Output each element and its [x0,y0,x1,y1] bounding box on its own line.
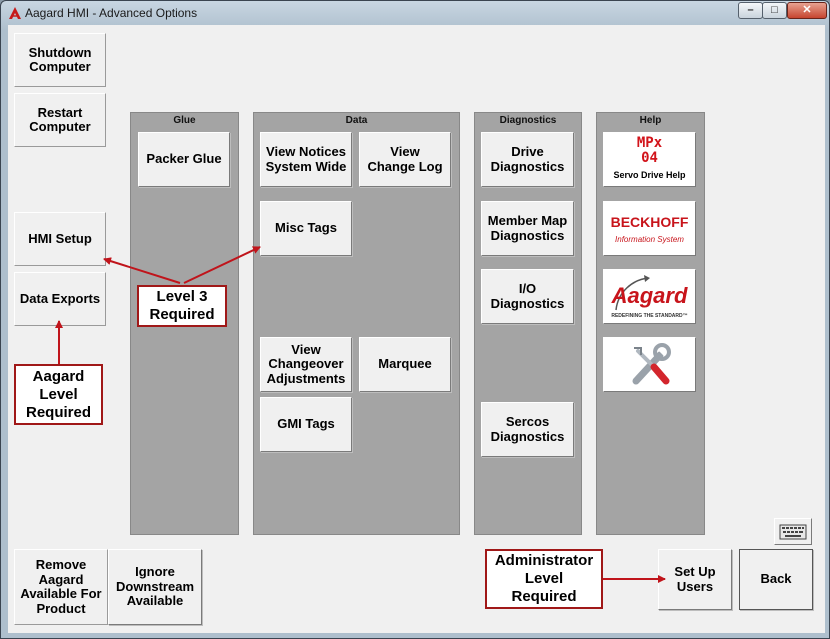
shutdown-computer-button[interactable]: Shutdown Computer [14,33,106,87]
close-button[interactable]: ✕ [787,2,827,19]
aagard-app-icon [9,7,21,19]
aagard-level-required-callout: Aagard Level Required [14,364,103,425]
keyboard-button[interactable] [774,518,812,545]
aagard-logo-swoosh-icon [615,275,650,311]
drive-diagnostics-button[interactable]: Drive Diagnostics [481,132,574,187]
information-system-caption: Information System [615,235,684,244]
administrator-level-required-callout: Administrator Level Required [485,549,603,609]
client-area: Shutdown Computer Restart Computer HMI S… [8,25,825,633]
maximize-button[interactable]: □ [762,2,787,19]
packer-glue-button[interactable]: Packer Glue [138,132,230,187]
tools-icon [632,343,671,385]
mpx04-logo: MPx04 [636,135,663,166]
marquee-button[interactable]: Marquee [359,337,451,392]
tools-button[interactable] [603,337,696,392]
restart-computer-button[interactable]: Restart Computer [14,93,106,147]
title-bar[interactable]: Aagard HMI - Advanced Options – □ ✕ [1,1,829,25]
servo-drive-help-button[interactable]: MPx04 Servo Drive Help [603,132,696,187]
beckhoff-information-system-button[interactable]: BECKHOFF Information System [603,201,696,256]
data-panel-title: Data [345,115,368,126]
aagard-brand: Aagard [611,283,688,308]
help-panel-title: Help [639,115,662,126]
window-title: Aagard HMI - Advanced Options [25,6,198,20]
diagnostics-panel-title: Diagnostics [499,115,557,126]
sercos-diagnostics-button[interactable]: Sercos Diagnostics [481,402,574,457]
view-change-log-button[interactable]: View Change Log [359,132,451,187]
ignore-downstream-available-button[interactable]: Ignore Downstream Available [108,549,202,625]
data-exports-button[interactable]: Data Exports [14,272,106,326]
glue-panel-title: Glue [173,115,196,126]
view-changeover-adjustments-button[interactable]: View Changeover Adjustments [260,337,352,392]
keyboard-icon [779,524,807,540]
level-3-required-callout: Level 3 Required [137,285,227,327]
gmi-tags-button[interactable]: GMI Tags [260,397,352,452]
hmi-setup-button[interactable]: HMI Setup [14,212,106,266]
beckhoff-logo: BECKHOFF [610,214,689,230]
aagard-tagline: REDEFINING THE STANDARD™ [611,313,688,319]
member-map-diagnostics-button[interactable]: Member Map Diagnostics [481,201,574,256]
view-notices-button[interactable]: View Notices System Wide [260,132,352,187]
back-button[interactable]: Back [739,549,813,610]
minimize-button[interactable]: – [738,2,763,19]
aagard-logo-button[interactable]: Aagard REDEFINING THE STANDARD™ [603,269,696,324]
set-up-users-button[interactable]: Set Up Users [658,549,732,610]
misc-tags-button[interactable]: Misc Tags [260,201,352,256]
remove-aagard-available-button[interactable]: Remove Aagard Available For Product [14,549,108,625]
servo-drive-help-caption: Servo Drive Help [613,170,686,180]
io-diagnostics-button[interactable]: I/O Diagnostics [481,269,574,324]
